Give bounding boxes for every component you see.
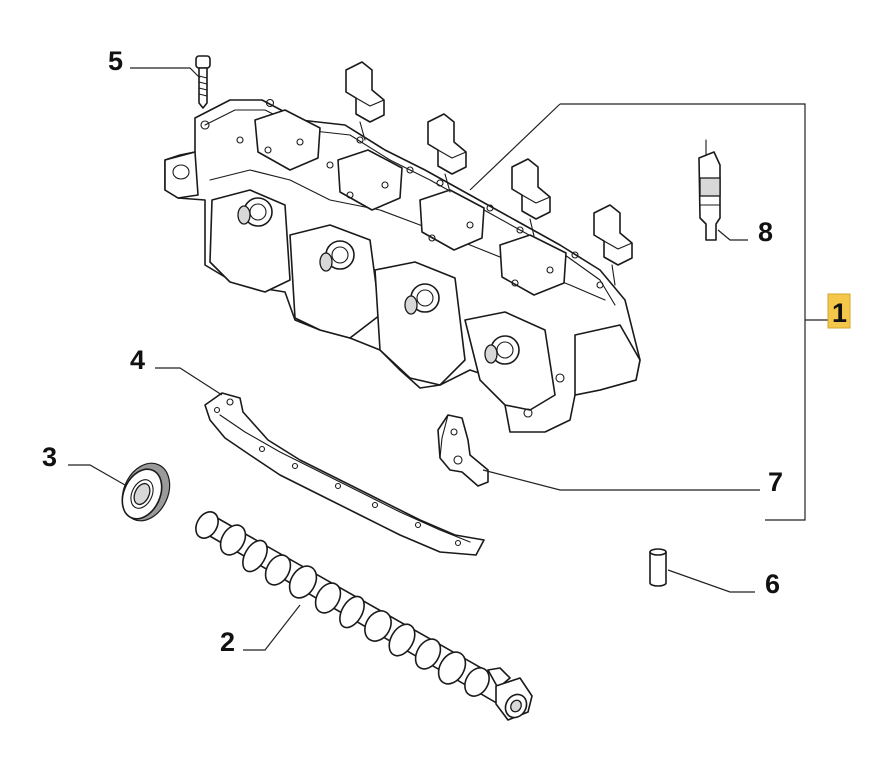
connector-4 bbox=[593, 204, 633, 286]
callout-4[interactable]: 4 bbox=[130, 345, 145, 375]
cylinder-head-assembly[interactable] bbox=[164, 61, 641, 433]
connector-2 bbox=[427, 113, 467, 193]
leader-lines bbox=[68, 67, 830, 651]
bracket[interactable] bbox=[437, 414, 489, 487]
callouts: 1 2 3 4 5 6 7 8 bbox=[42, 46, 851, 657]
callout-5[interactable]: 5 bbox=[108, 46, 123, 76]
bore-boss-1 bbox=[237, 197, 273, 227]
bore-boss-3 bbox=[404, 283, 440, 315]
connector-1 bbox=[345, 61, 385, 141]
camshaft[interactable] bbox=[191, 508, 533, 722]
bolt[interactable] bbox=[195, 55, 211, 109]
bore-boss-2 bbox=[319, 240, 355, 272]
callout-7[interactable]: 7 bbox=[768, 467, 783, 497]
callout-1[interactable]: 1 bbox=[832, 298, 847, 328]
gasket[interactable] bbox=[204, 392, 485, 556]
callout-8[interactable]: 8 bbox=[758, 217, 773, 247]
callout-2[interactable]: 2 bbox=[220, 627, 235, 657]
callout-3[interactable]: 3 bbox=[42, 442, 57, 472]
callout-1-highlight bbox=[827, 293, 851, 329]
callout-6[interactable]: 6 bbox=[765, 569, 780, 599]
connector-3 bbox=[511, 158, 551, 237]
oil-seal[interactable] bbox=[113, 456, 178, 529]
dowel-pin[interactable] bbox=[649, 548, 667, 587]
bore-boss-4 bbox=[484, 335, 520, 365]
sensor[interactable] bbox=[698, 139, 721, 241]
